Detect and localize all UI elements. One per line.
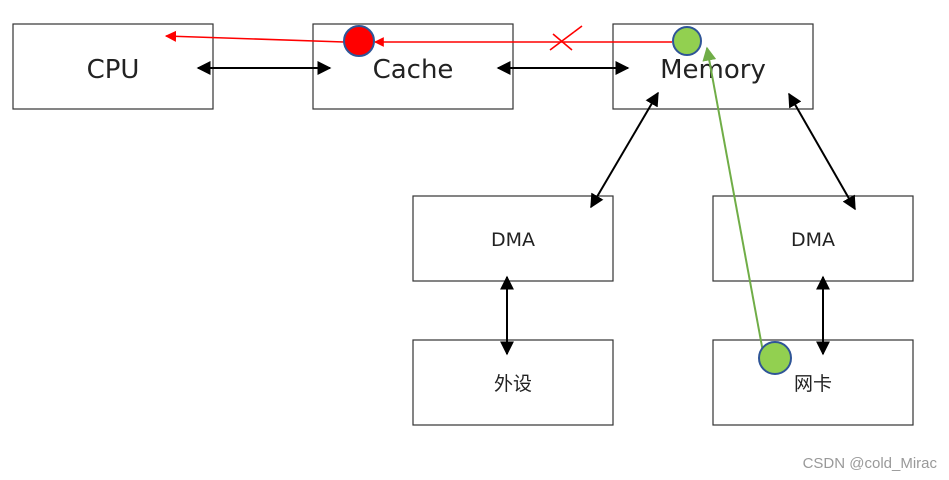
cache-label: Cache [373,55,454,85]
memory-green-dot [672,26,702,56]
invalid-cross-icon [549,25,583,51]
dma-left-box [412,195,614,282]
peripheral-label: 外设 [494,373,532,395]
watermark: CSDN @cold_Mirac [802,455,937,472]
memory-dma-right-arrow [788,92,856,211]
dma-left-label: DMA [491,229,535,251]
cpu-label: CPU [87,55,140,85]
dma-right-label: DMA [791,229,835,251]
nic-green-dot [758,341,792,375]
cache-red-dot [343,25,375,57]
memory-dma-left-arrow [590,91,659,209]
cache-to-cpu-red-arrow [164,30,345,43]
nic-label: 网卡 [794,373,832,395]
nic-to-memory-green-arrow [702,46,764,353]
nic-box [712,339,914,426]
cpu-box [12,23,214,110]
